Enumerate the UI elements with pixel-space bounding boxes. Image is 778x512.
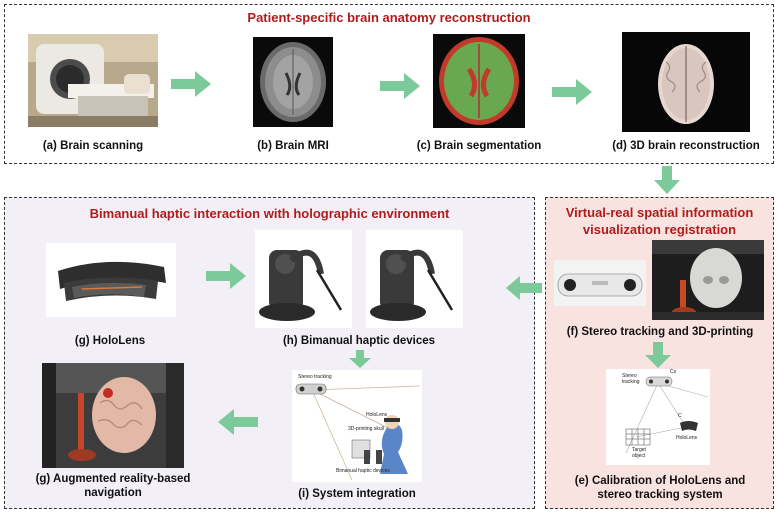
panel-title-registration-line1: Virtual-real spatial information	[565, 205, 754, 220]
image-3d-printed-skull	[652, 240, 764, 320]
image-ar-navigation	[42, 363, 184, 468]
image-brain-segmentation	[433, 34, 525, 128]
label-calib-tracking: tracking	[622, 379, 640, 385]
label-calib-target: Target	[632, 447, 646, 453]
caption-ar-navigation-line2: navigation	[84, 487, 142, 499]
image-3d-brain	[622, 32, 750, 132]
image-system-integration: Stereo tracking HoloLens 3D-printing sku…	[292, 370, 422, 482]
image-haptic-device-left	[255, 230, 352, 328]
caption-3d-brain: (d) 3D brain reconstruction	[612, 140, 760, 152]
label-calib-cs: Cs	[670, 369, 677, 375]
caption-brain-scanning: (a) Brain scanning	[42, 140, 144, 152]
image-hololens	[46, 243, 176, 317]
image-haptic-device-right	[366, 230, 463, 328]
caption-brain-segmentation: (c) Brain segmentation	[416, 140, 542, 152]
caption-calibration-line2: stereo tracking system	[597, 489, 723, 501]
panel-title-haptic: Bimanual haptic interaction with hologra…	[89, 206, 450, 221]
caption-hololens: (g) HoloLens	[74, 335, 146, 347]
panel-brain-reconstruction	[4, 4, 774, 164]
caption-system-integration: (i) System integration	[298, 488, 416, 500]
label-stereo-tracking: Stereo tracking	[298, 374, 332, 380]
caption-haptic-devices: (h) Bimanual haptic devices	[282, 335, 436, 347]
caption-ar-navigation-line1: (g) Augmented reality-based	[35, 473, 191, 485]
label-3d-printing-skull: 3D-printing skull	[348, 426, 384, 432]
image-brain-mri	[253, 37, 333, 127]
caption-brain-mri: (b) Brain MRI	[257, 140, 329, 152]
image-stereo-tracker	[554, 260, 646, 306]
arrow-right-2	[380, 73, 420, 99]
arrow-down-1	[654, 166, 680, 194]
image-brain-scanning	[28, 34, 158, 127]
caption-stereo-tracking-printing: (f) Stereo tracking and 3D-printing	[566, 326, 754, 338]
arrow-down-3	[645, 342, 671, 368]
panel-title-registration-line2: visualization registration	[582, 222, 737, 237]
arrow-right-3	[552, 79, 592, 105]
label-calib-c: C	[678, 413, 682, 419]
label-hololens-integration: HoloLens	[366, 412, 388, 418]
panel-title-reconstruction: Patient-specific brain anatomy reconstru…	[247, 10, 531, 25]
label-calib-stereo: Stereo	[622, 373, 637, 379]
label-calib-hololens: HoloLens	[676, 435, 698, 441]
image-calibration-diagram: Stereo tracking Cs C HoloLens Target obj…	[606, 369, 710, 465]
arrow-left-1	[218, 409, 258, 435]
arrow-right-1	[171, 71, 211, 97]
arrow-down-2	[349, 350, 371, 368]
arrow-left-2	[506, 276, 542, 300]
label-calib-object: object	[632, 453, 646, 459]
label-haptic-devices-integration: Bimanual haptic devices	[336, 468, 390, 474]
caption-calibration-line1: (e) Calibration of HoloLens and	[574, 475, 746, 487]
arrow-right-4	[206, 263, 246, 289]
